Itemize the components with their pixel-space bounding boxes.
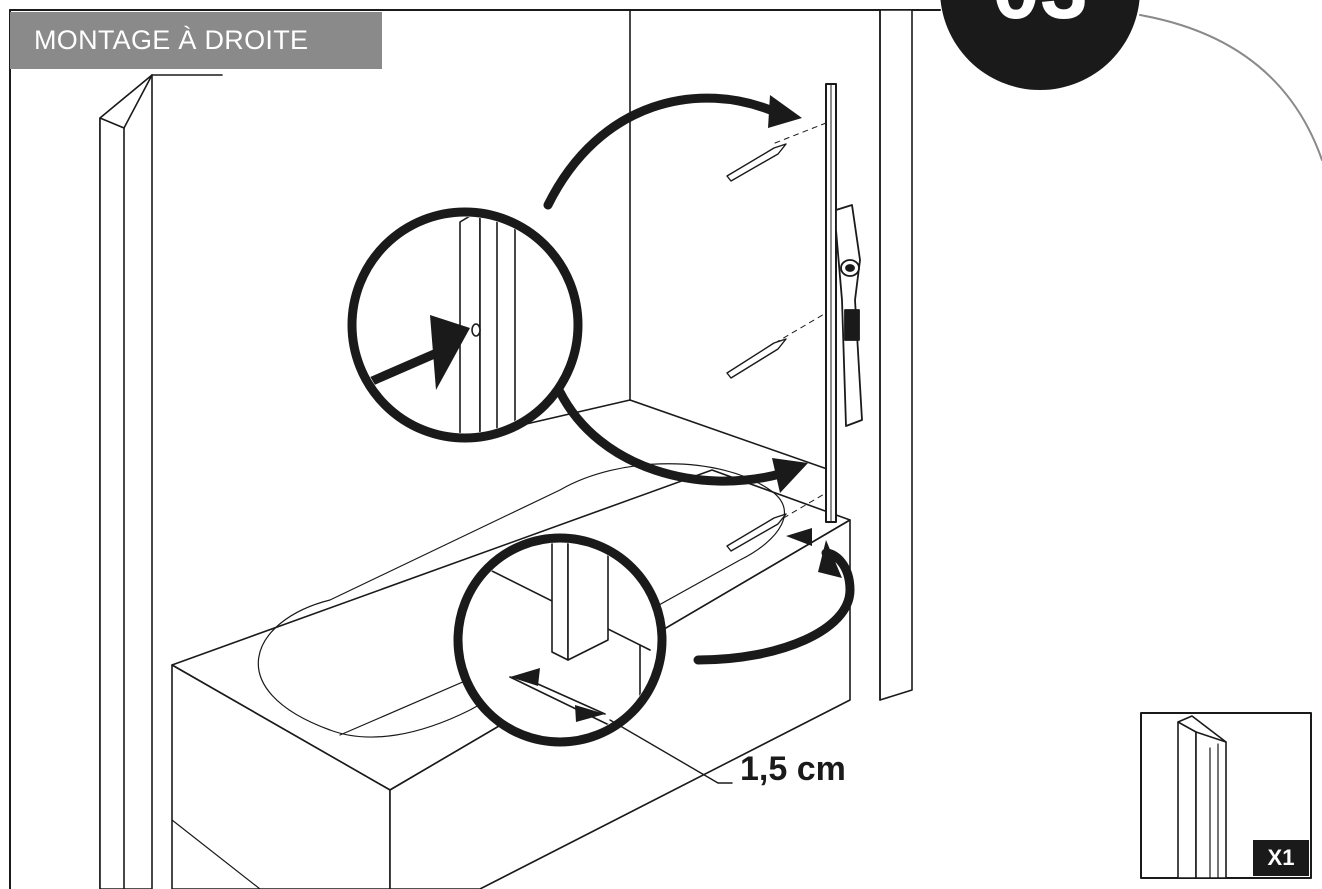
- arrow-heads: [768, 95, 842, 578]
- mounting-side-banner: MONTAGE À DROITE: [10, 12, 382, 69]
- wall-profile: [825, 83, 837, 523]
- offset-measurement-label: 1,5 cm: [740, 750, 846, 788]
- parts-box: [1140, 712, 1312, 879]
- pencil-icon: [726, 143, 787, 552]
- detail-circle-hole: [347, 207, 583, 443]
- measurement-leader-line: [609, 719, 733, 784]
- part-quantity-badge: X1: [1253, 840, 1309, 876]
- direction-arrows: [543, 93, 855, 665]
- left-wall: [99, 74, 153, 889]
- right-wall: [879, 9, 913, 701]
- sheet-curve: [1139, 14, 1322, 161]
- hinge-bracket: [835, 204, 863, 427]
- step-number: 03: [940, 0, 1140, 32]
- detail-circle-offset: [453, 533, 667, 747]
